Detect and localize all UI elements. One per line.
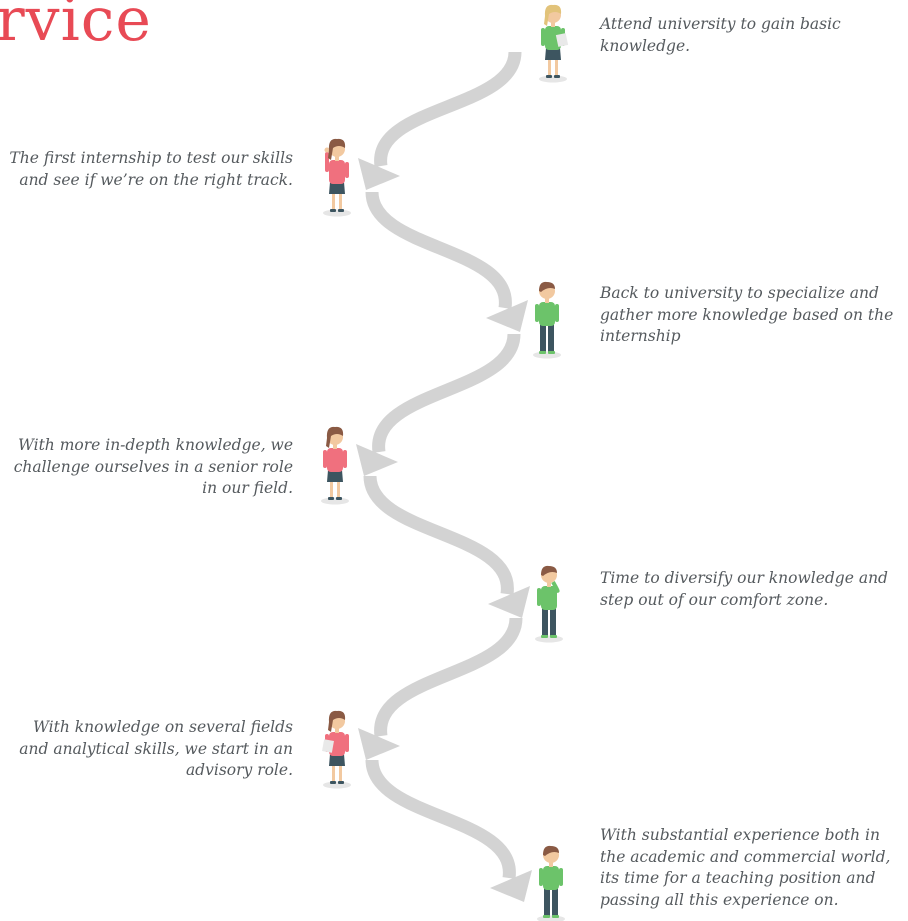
curved-arrow-1	[374, 51, 522, 167]
step-7-text: With substantial experience both in the …	[600, 826, 891, 909]
curved-arrow-3	[372, 333, 521, 453]
step-5-text: Time to diversify our knowledge and step…	[600, 569, 888, 609]
figures-layer	[321, 4, 569, 921]
arrows-layer	[356, 51, 532, 902]
curved-arrow-5	[374, 617, 523, 737]
person-icon-3	[533, 281, 561, 359]
curved-arrow-6	[365, 759, 516, 879]
step-3-text: Back to university to specialize and gat…	[600, 284, 894, 345]
step-4-text: With more in-depth knowledge, we challen…	[13, 436, 293, 497]
person-icon-5	[535, 565, 563, 643]
step-1-text: Attend university to gain basic knowledg…	[600, 15, 841, 55]
curved-arrow-4	[363, 475, 514, 595]
step-2-text: The first internship to test our skills …	[9, 149, 293, 189]
step-6-text: With knowledge on several fields and ana…	[19, 718, 293, 779]
arrow-head-icon	[356, 444, 398, 476]
person-icon-2	[323, 138, 351, 217]
arrow-head-icon	[488, 586, 530, 618]
arrow-head-icon	[490, 870, 532, 902]
arrow-head-icon	[486, 300, 528, 332]
curved-arrow-2	[365, 191, 512, 309]
person-icon-4	[321, 426, 349, 505]
person-icon-6	[322, 710, 351, 789]
arrow-head-icon	[358, 728, 400, 760]
person-icon-7	[537, 845, 565, 921]
title-fragment: rvice	[0, 0, 152, 55]
person-icon-1	[539, 4, 569, 83]
arrow-head-icon	[358, 158, 400, 190]
